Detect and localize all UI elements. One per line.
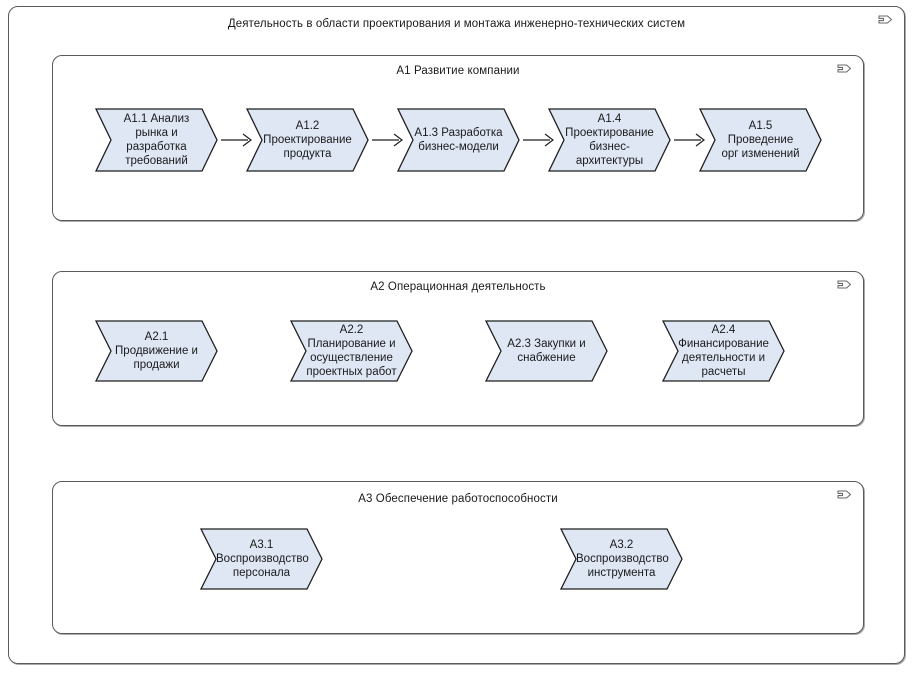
process-node-a3-2[interactable]: A3.2 Воспроизводство инструмента <box>559 528 683 590</box>
process-node-a1-1[interactable]: A1.1 Анализ рынка и разработка требовани… <box>94 108 218 172</box>
process-node-a2-3[interactable]: A2.3 Закупки и снабжение <box>484 320 608 382</box>
flow-arrow-a1-1-to-a1-2 <box>221 131 254 149</box>
business-process-icon <box>837 278 855 291</box>
process-node-a1-2[interactable]: A1.2 Проектирование продукта <box>245 108 369 172</box>
process-node-a2-1[interactable]: A2.1 Продвижение и продажи <box>94 320 218 382</box>
group-title-a1: A1 Развитие компании <box>396 65 520 77</box>
flow-arrow-a1-2-to-a1-3 <box>372 131 405 149</box>
process-node-a1-5[interactable]: A1.5 Проведение орг изменений <box>698 108 822 172</box>
process-node-a1-4[interactable]: A1.4 Проектирование бизнес- архитектуры <box>547 108 671 172</box>
business-process-icon <box>878 13 896 26</box>
process-node-a2-4[interactable]: A2.4 Финансирование деятельности и расче… <box>661 320 785 382</box>
flow-arrow-a1-4-to-a1-5 <box>674 131 707 149</box>
group-container-a3[interactable]: A3 Обеспечение работоспособности <box>52 481 864 634</box>
group-title-a2: A2 Операционная деятельность <box>370 281 546 293</box>
flow-arrow-a1-3-to-a1-4 <box>523 131 556 149</box>
root-container-title: Деятельность в области проектирования и … <box>227 18 686 30</box>
group-title-a3: A3 Обеспечение работоспособности <box>358 493 558 505</box>
process-node-a2-2[interactable]: A2.2 Планирование и осуществление проект… <box>289 320 413 382</box>
process-node-a1-3[interactable]: A1.3 Разработка бизнес-модели <box>396 108 520 172</box>
business-process-icon <box>837 62 855 75</box>
process-node-a3-1[interactable]: A3.1 Воспроизводство персонала <box>199 528 323 590</box>
business-process-icon <box>837 488 855 501</box>
